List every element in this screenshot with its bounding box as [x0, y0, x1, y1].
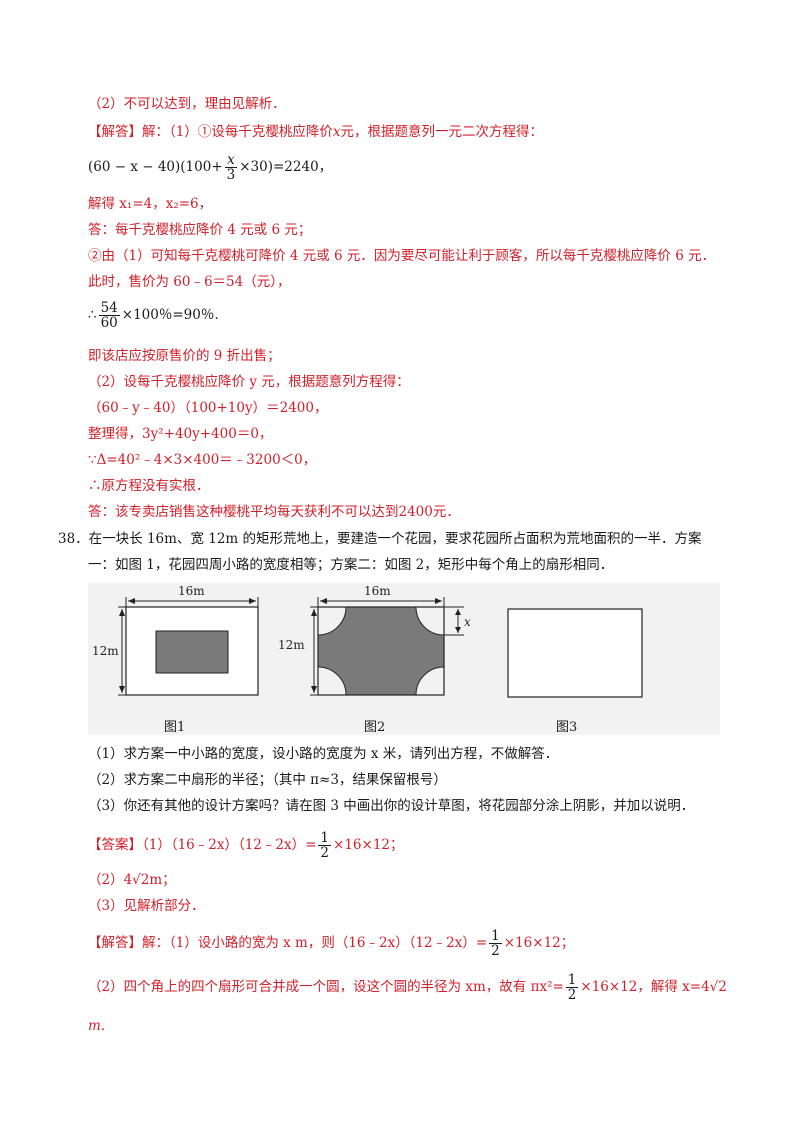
- figure-2-x-arrowhead-top: [455, 609, 461, 615]
- figure-1: 16m 12m: [92, 584, 259, 696]
- figure-2: 16m 12m x: [278, 584, 471, 696]
- solution-line-price: 此时，售价为 60﹣6＝54（元），: [88, 274, 291, 290]
- solution2-s1-denominator: 2: [491, 943, 500, 959]
- figure-2-sector-bottom-right: [415, 666, 445, 696]
- question-38-sub-2: （2）求方案二中扇形的半径；（其中 π≈3，结果保留根号）: [88, 772, 447, 788]
- figure-1-arrowhead-left: [128, 598, 135, 604]
- answer-a1-denominator: 2: [320, 845, 330, 861]
- solution-line-part2-setup: （2）设每千克樱桃应降价 y 元，根据题意列方程得：: [88, 374, 410, 390]
- solution-tag: 【解答】: [88, 124, 142, 140]
- answer-a1-text: （1）（16﹣2x）（12﹣2x）=: [142, 837, 317, 853]
- solution-line-discount: 即该店应按原售价的 9 折出售；: [88, 348, 281, 364]
- solution-line-answer: 答：每千克樱桃应降价 4 元或 6 元；: [88, 222, 312, 238]
- solution2-s1-numerator: 1: [489, 928, 502, 944]
- figure-2-arrowhead-left: [320, 598, 327, 604]
- equation-2-rest: ×100％=90％.: [121, 307, 219, 323]
- question-38-line-2: 一：如图 1，花园四周小路的宽度相等；方案二：如图 2，矩形中每个角上的扇形相同…: [88, 557, 614, 573]
- figure-3-caption: 图3: [556, 720, 578, 735]
- solution2-s2-text: （2）四个角上的四个扇形可合并成一个圆，设这个圆的半径为 xm，故有 πx²=: [88, 979, 564, 995]
- equation-1-numerator: x: [224, 153, 238, 168]
- figure-2-height-label: 12m: [278, 638, 305, 652]
- figure-1-arrowhead-bottom: [119, 686, 125, 693]
- figure-3: [507, 608, 643, 698]
- figure-1-width-label: 16m: [178, 584, 205, 598]
- question-38-sub-3: （3）你还有其他的设计方案吗？请在图 3 中画出你的设计草图，将花园部分涂上阴影…: [88, 798, 695, 814]
- figures-panel: 16m 12m 16m 12m: [88, 583, 720, 735]
- figure-1-garden-rect: [155, 630, 229, 674]
- figures-svg: 16m 12m 16m 12m: [92, 584, 643, 698]
- figure-2-garden-shape: [318, 607, 444, 695]
- answer-line-a3: （3）见解析部分．: [88, 898, 205, 914]
- answer-tag: 【答案】: [88, 837, 142, 853]
- figure-2-width-label: 16m: [364, 584, 391, 598]
- figure-2-x-label: x: [464, 615, 471, 629]
- question-38-sub-1: （1）求方案一中小路的宽度，设小路的宽度为 x 米，请列出方程，不做解答．: [88, 746, 559, 762]
- solution-intro-end: 元，根据题意列一元二次方程得：: [340, 124, 543, 140]
- solution-line-equation: （60﹣y﹣40）（100+10y）＝2400，: [88, 400, 328, 416]
- solution-line-roots: 解得 x₁=4，x₂=6，: [88, 196, 213, 212]
- solution2-tag: 【解答】: [88, 935, 142, 951]
- figure-2-arrowhead-top: [311, 609, 317, 616]
- solution-line-no-root: ∴原方程没有实根．: [88, 478, 210, 494]
- solution2-s1-text: 解：（1）设小路的宽为 x m，则（16﹣2x）（12﹣2x）=: [142, 935, 488, 951]
- solution2-s2-end: ×16×12，解得 x=4√2: [580, 979, 727, 995]
- answer-line-a2: （2）4√2m；: [88, 872, 176, 888]
- figure-2-arrowhead-right: [435, 598, 442, 604]
- answer-line-1: （2）不可以达到，理由见解析．: [88, 96, 286, 112]
- figure-3-blank-rect: [507, 608, 643, 698]
- figure-2-x-arrowhead-bottom: [455, 627, 461, 633]
- question-38-line-1: 38．在一块长 16m、宽 12m 的矩形荒地上，要建造一个花园，要求花园所占面…: [58, 531, 702, 547]
- answer-a1-end: ×16×12；: [333, 837, 404, 853]
- solution-intro-line: 【解答】解：（1）①设每千克樱桃应降价x元，根据题意列一元二次方程得：: [88, 122, 543, 142]
- equation-2-numerator: 54: [98, 300, 120, 316]
- equation-2-denominator: 60: [100, 315, 118, 331]
- solution-line-discriminant: ∵Δ=40²﹣4×3×400＝﹣3200＜0，: [88, 452, 317, 468]
- figure-1-arrowhead-right: [249, 598, 256, 604]
- figure-2-sector-top-right: [415, 606, 445, 636]
- equation-2-prefix: ∴: [88, 307, 97, 323]
- figure-1-arrowhead-top: [119, 609, 125, 616]
- solution2-s1-end: ×16×12；: [503, 935, 575, 951]
- figure-2-sector-top-left: [317, 606, 347, 636]
- equation-1-denominator: 3: [226, 167, 236, 183]
- figure-1-height-label: 12m: [92, 644, 119, 658]
- solution-line-conclusion: 答：该专卖店销售这种樱桃平均每天获利不可以达到2400元．: [88, 504, 460, 520]
- figure-2-outer-rect: [317, 606, 445, 696]
- solution2-s2-numerator: 1: [565, 972, 579, 988]
- figure-2-caption: 图2: [364, 720, 386, 735]
- solution-intro-text: 解：（1）①设每千克樱桃应降价: [142, 124, 333, 140]
- answer-a1-numerator: 1: [318, 830, 332, 846]
- solution-line-part2: ②由（1）可知每千克樱桃可降价 4 元或 6 元．因为要尽可能让利于顾客，所以每…: [88, 248, 716, 264]
- figure-2-arrowhead-bottom: [311, 686, 317, 693]
- figure-2-sector-bottom-left: [317, 666, 347, 696]
- solution2-line-2: （2）四个角上的四个扇形可合并成一个圆，设这个圆的半径为 xm，故有 πx²=1…: [88, 970, 727, 1004]
- solution2-line-3: m.: [88, 1018, 106, 1034]
- equation-1-left: (60 − x − 40)(100+: [88, 159, 223, 175]
- solution2-s2-denominator: 2: [567, 987, 577, 1003]
- figure-1-caption: 图1: [164, 720, 186, 735]
- solution-intro-var: x: [332, 124, 341, 140]
- solution-line-simplify: 整理得，3y²+40y+400＝0，: [88, 426, 273, 442]
- equation-1-right: ×30)=2240，: [239, 159, 333, 175]
